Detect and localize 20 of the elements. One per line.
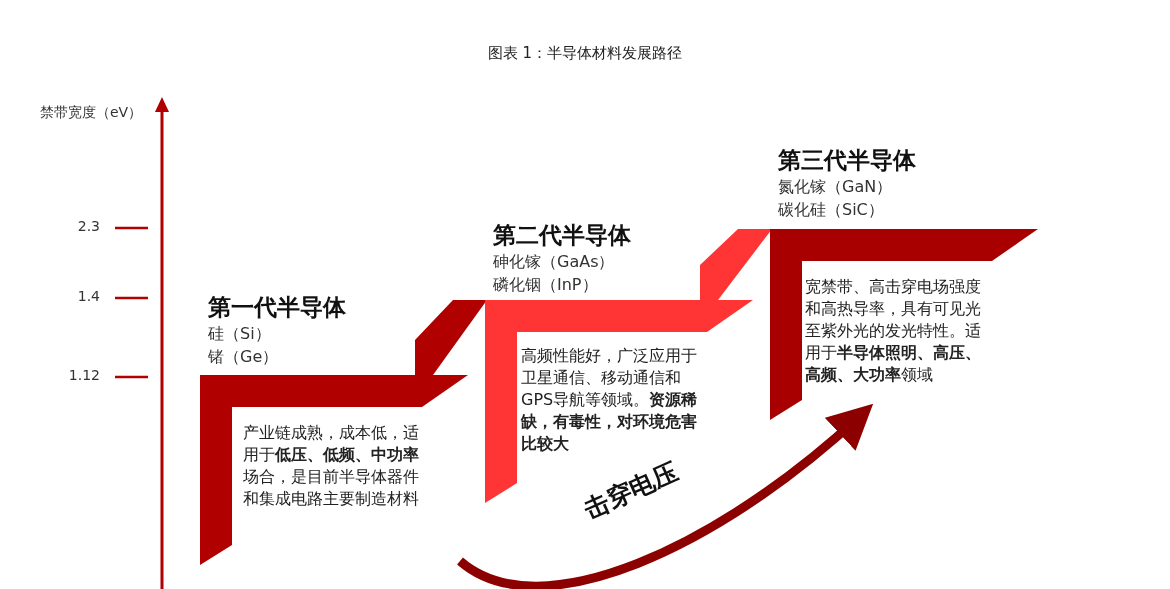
block-heading: 第二代半导体 — [493, 221, 631, 250]
material-name: 硅（Si） — [208, 324, 271, 345]
material-name: 碳化硅（SiC） — [778, 200, 884, 221]
block-heading: 第三代半导体 — [778, 146, 916, 175]
material-name: 锗（Ge） — [208, 347, 279, 368]
step-block — [700, 145, 1040, 422]
description-text: 宽禁带、高击穿电场强度和高热导率，具有可见光至紫外光的发光特性。适用于半导体照明、高压、高频、大功率领域 — [805, 276, 982, 386]
axis-label: 禁带宽度（eV） — [40, 104, 143, 122]
title: 图表 1：半导体材料发展路径 — [486, 44, 684, 63]
material-name: 氮化镓（GaN） — [778, 177, 893, 198]
material-name: 砷化镓（GaAs） — [493, 252, 615, 273]
description-text: 高频性能好，广泛应用于卫星通信、移动通信和GPS导航等领域。资源稀缺，有毒性，对环境危害比较大 — [521, 345, 699, 455]
tick-label: 1.4 — [76, 288, 100, 304]
description-text: 产业链成熟，成本低，适用于低压、低频、中功率场合，是目前半导体器件和集成电路主要制造材料 — [243, 422, 420, 510]
curved-arrow — [457, 404, 874, 589]
tick-label: 2.3 — [76, 218, 100, 234]
block-heading: 第一代半导体 — [208, 293, 346, 322]
step-block — [198, 292, 470, 567]
material-name: 磷化铟（InP） — [493, 275, 598, 296]
tick-label: 1.12 — [67, 367, 100, 383]
